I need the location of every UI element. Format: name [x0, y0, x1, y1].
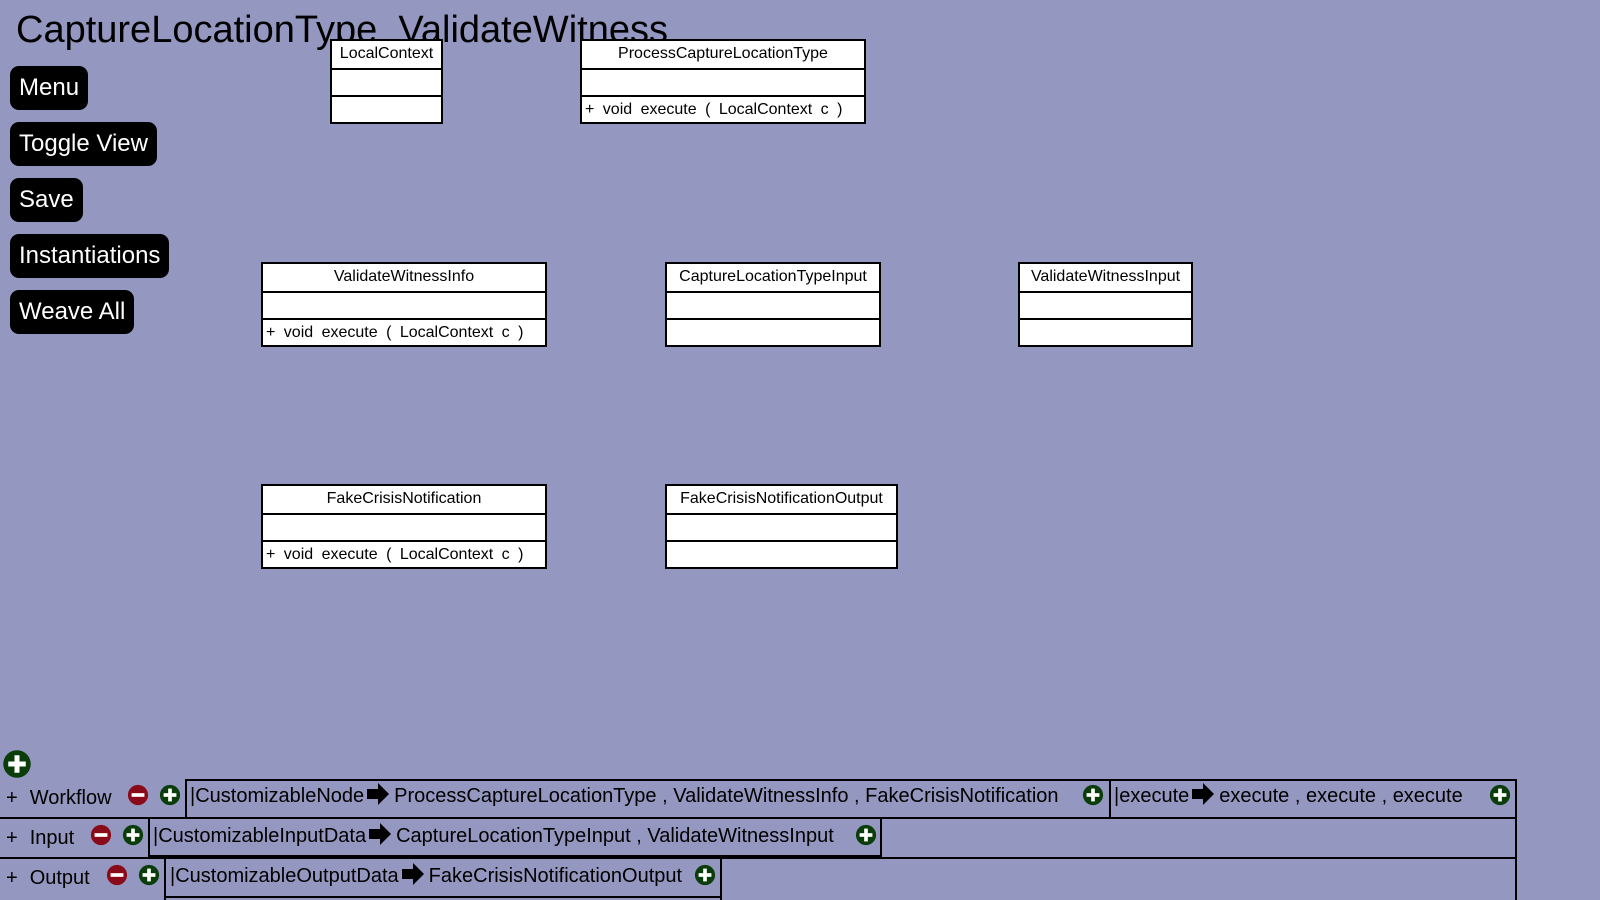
mapping-source: |execute — [1114, 785, 1190, 807]
mapping-targets: FakeCrisisNotificationOutput — [428, 865, 683, 887]
add-input-icon[interactable] — [122, 824, 144, 846]
workflow-method-mapping[interactable]: |execute execute , execute , execute — [1114, 782, 1463, 809]
row-name: Output — [29, 867, 90, 889]
mapping-source: |CustomizableNode — [190, 785, 365, 807]
row-divider — [0, 857, 1516, 859]
class-local-context[interactable]: LocalContext — [330, 39, 443, 124]
add-output-icon[interactable] — [138, 864, 160, 886]
class-attributes — [263, 513, 545, 540]
class-name: FakeCrisisNotification — [326, 490, 482, 507]
input-data-mapping[interactable]: |CustomizableInputData CaptureLocationTyp… — [153, 822, 834, 849]
add-workflow-icon[interactable] — [159, 784, 181, 806]
add-mapping-icon[interactable] — [2, 749, 32, 779]
output-data-mapping[interactable]: |CustomizableOutputData FakeCrisisNotific… — [170, 862, 682, 889]
remove-workflow-icon[interactable] — [127, 784, 149, 806]
class-methods: + void execute ( LocalContext c ) — [263, 540, 545, 567]
class-name: ProcessCaptureLocationType — [618, 45, 828, 62]
weave-all-button[interactable]: Weave All — [10, 290, 135, 334]
class-methods — [667, 540, 896, 567]
mapping-targets: ProcessCaptureLocationType , ValidateWit… — [394, 785, 1059, 807]
class-capture-location-type-input[interactable]: CaptureLocationTypeInput — [665, 262, 881, 347]
class-attributes — [1020, 291, 1191, 318]
row-divider — [0, 817, 1516, 819]
cell-divider — [1109, 779, 1111, 819]
class-validate-witness-info[interactable]: ValidateWitnessInfo + void execute ( Loc… — [261, 262, 547, 347]
save-button[interactable]: Save — [10, 178, 83, 222]
workflow-node-mapping[interactable]: |CustomizableNode ProcessCaptureLocationT… — [190, 782, 1059, 809]
class-attributes — [667, 513, 896, 540]
add-method-mapping-icon[interactable] — [1489, 784, 1511, 806]
class-process-capture-location-type[interactable]: ProcessCaptureLocationType + void execut… — [580, 39, 866, 124]
class-attributes — [582, 68, 864, 95]
class-methods — [667, 318, 879, 345]
add-output-mapping-icon[interactable] — [694, 864, 716, 886]
right-arrow-icon — [1191, 782, 1215, 806]
class-methods: + void execute ( LocalContext c ) — [582, 95, 864, 122]
row-name: Workflow — [29, 787, 112, 809]
workflow-row-top — [186, 779, 1516, 781]
right-arrow-icon — [368, 822, 392, 846]
add-node-mapping-icon[interactable] — [1082, 784, 1104, 806]
expand-icon[interactable]: + — [6, 867, 18, 889]
remove-input-icon[interactable] — [90, 824, 112, 846]
class-attributes — [263, 291, 545, 318]
workflow-row-label[interactable]: + Workflow — [6, 785, 112, 811]
mapping-targets: execute , execute , execute — [1219, 785, 1463, 807]
add-input-mapping-icon[interactable] — [855, 824, 877, 846]
remove-output-icon[interactable] — [106, 864, 128, 886]
expand-icon[interactable]: + — [6, 787, 18, 809]
toggle-view-button[interactable]: Toggle View — [10, 122, 157, 166]
cell-underline — [148, 855, 881, 857]
class-methods — [1020, 318, 1191, 345]
right-arrow-icon — [401, 862, 425, 886]
cell-divider — [185, 779, 187, 819]
cell-underline — [164, 896, 721, 898]
class-attributes — [332, 68, 441, 95]
cell-divider — [880, 819, 882, 857]
class-name: ValidateWitnessInfo — [333, 268, 475, 285]
class-name: FakeCrisisNotificationOutput — [680, 490, 883, 507]
class-fake-crisis-notification-output[interactable]: FakeCrisisNotificationOutput — [665, 484, 898, 569]
class-methods: + void execute ( LocalContext c ) — [263, 318, 545, 345]
row-name: Input — [29, 827, 75, 849]
class-name: ValidateWitnessInput — [1030, 268, 1181, 285]
class-methods — [332, 95, 441, 122]
input-row-label[interactable]: + Input — [6, 825, 74, 851]
class-name: CaptureLocationTypeInput — [679, 268, 867, 285]
cell-divider — [720, 859, 722, 900]
mapping-targets: CaptureLocationTypeInput , ValidateWitne… — [396, 825, 834, 847]
right-arrow-icon — [366, 782, 390, 806]
cell-divider — [148, 819, 150, 857]
output-row-label[interactable]: + Output — [6, 865, 90, 891]
class-validate-witness-input[interactable]: ValidateWitnessInput — [1018, 262, 1193, 347]
mapping-source: |CustomizableOutputData — [170, 865, 399, 887]
expand-icon[interactable]: + — [6, 827, 18, 849]
mapping-source: |CustomizableInputData — [153, 825, 367, 847]
cell-divider — [1515, 779, 1517, 900]
cell-divider — [164, 859, 166, 900]
class-attributes — [667, 291, 879, 318]
instantiations-button[interactable]: Instantiations — [10, 234, 170, 278]
class-fake-crisis-notification[interactable]: FakeCrisisNotification + void execute ( … — [261, 484, 547, 569]
menu-button[interactable]: Menu — [10, 66, 89, 110]
class-name: LocalContext — [339, 45, 434, 62]
